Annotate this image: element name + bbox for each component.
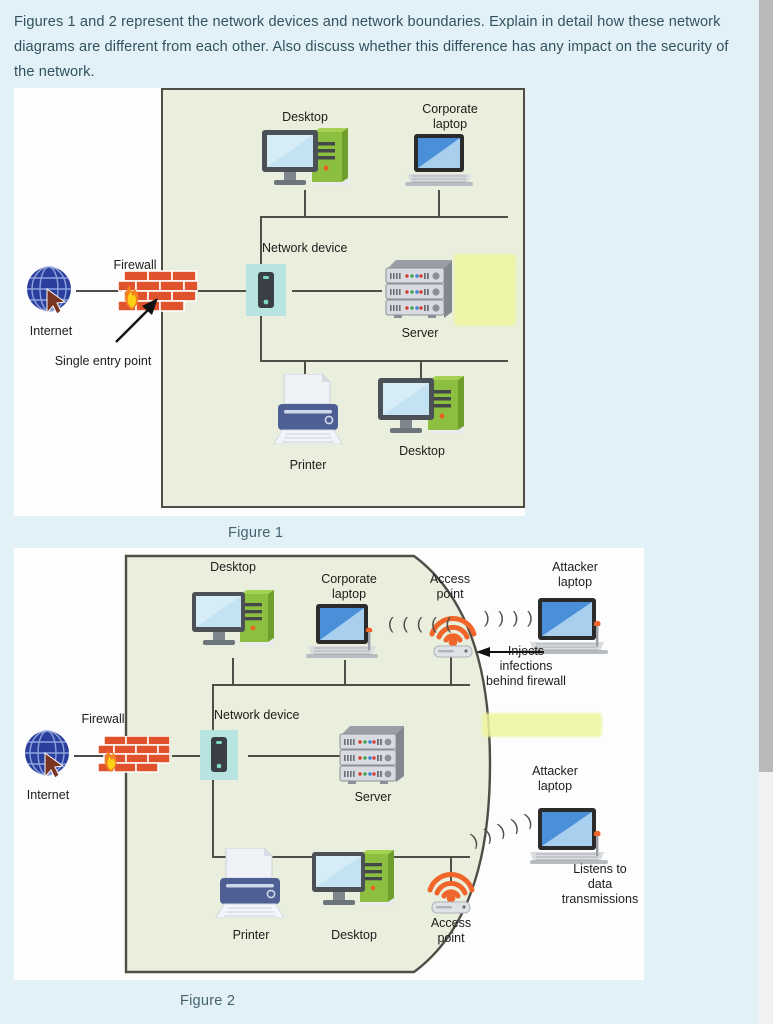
wifi-arcs-left-icon: ( ( ( ( ( <box>388 614 454 633</box>
highlight-mark-figure-2 <box>482 713 602 737</box>
figure-2-access-point-top-label-line1: Access <box>429 572 471 586</box>
globe-icon <box>22 264 78 320</box>
figure-2-corporate-laptop-label: Corporate laptop <box>304 572 394 602</box>
wire-printer-drop <box>304 360 306 382</box>
wire-top-bus <box>260 216 508 218</box>
antenna <box>593 620 601 646</box>
figure-2-desktop-top-label: Desktop <box>210 560 256 574</box>
figure-2-access-point-top-label: Access point <box>408 572 492 602</box>
figure-2-corporate-laptop-label-line1: Corporate <box>321 572 377 586</box>
figure-2-access-point-bottom-label-line1: Access <box>430 916 472 930</box>
wifi-access-point-icon <box>420 860 482 914</box>
wire-access-point-bottom-drop <box>450 856 452 884</box>
injects-line2: infections <box>499 659 553 673</box>
injects-line1: Injects <box>507 644 545 658</box>
vertical-scrollbar-thumb[interactable] <box>759 0 773 772</box>
figure-2-network-device-label: Network device <box>214 708 300 722</box>
figure-1-panel: Internet Firewall <box>14 88 525 516</box>
laptop-icon <box>530 806 612 868</box>
figure-1-desktop-top-label: Desktop <box>282 110 328 124</box>
wifi-arcs-right-icon: ) ) ) ) ) <box>484 608 550 627</box>
listens-line3: transmissions <box>561 892 639 906</box>
vertical-scrollbar-track[interactable] <box>759 0 773 1024</box>
firewall-brick-icon <box>97 735 171 776</box>
figure-2-attacker-bottom-label-line1: Attacker <box>532 764 578 778</box>
printer-icon <box>268 373 348 445</box>
antenna <box>365 627 373 650</box>
single-entry-point-arrow-icon <box>115 298 158 343</box>
wire-corporate-laptop-drop <box>344 660 346 686</box>
figure-2-firewall-label: Firewall <box>81 712 125 726</box>
wire-desktop-bottom-drop <box>420 360 422 380</box>
wire-access-point-top-drop <box>450 654 452 686</box>
server-rack-icon <box>382 256 458 324</box>
figure-1-printer-label: Printer <box>289 458 327 472</box>
figure-1-internet-label: Internet <box>29 324 73 338</box>
figure-1-server-label: Server <box>401 326 439 340</box>
figure-2-attacker-bottom-label-line2: laptop <box>537 779 573 793</box>
figure-2-desktop-bottom-label: Desktop <box>331 928 377 942</box>
figure-2-printer-label: Printer <box>232 928 270 942</box>
network-switch-icon <box>200 730 238 780</box>
figure-2-attacker-bottom-label: Attacker laptop <box>510 764 600 794</box>
injects-infections-arrow-icon <box>476 647 544 657</box>
figure-1-network-device-label: Network device <box>262 241 348 255</box>
wire-desktop-top-drop <box>232 658 234 686</box>
figure-2-access-point-bottom-label: Access point <box>410 916 492 946</box>
desktop-computer-icon <box>310 850 398 912</box>
wire-internet-firewall <box>76 290 122 292</box>
desktop-computer-icon <box>190 590 278 652</box>
laptop-icon <box>405 132 473 190</box>
antenna <box>593 830 601 856</box>
figure-1-desktop-bottom-label: Desktop <box>399 444 445 458</box>
injects-line3: behind firewall <box>486 674 566 688</box>
figure-1-firewall-label: Firewall <box>113 258 157 272</box>
wire-desktop-top-drop <box>304 190 306 217</box>
figure-1-corporate-laptop-label-line2: laptop <box>432 117 468 131</box>
wire-internet-firewall <box>74 755 104 757</box>
wire-firewall-switch <box>192 290 260 292</box>
printer-icon <box>210 847 292 919</box>
listens-line1: Listens to <box>573 862 627 876</box>
globe-icon <box>20 728 76 784</box>
figure-1-caption: Figure 1 <box>228 525 284 541</box>
question-text: Figures 1 and 2 represent the network de… <box>14 14 729 80</box>
wifi-access-point-icon <box>422 604 484 658</box>
figure-2-access-point-top-label-line2: point <box>436 587 464 601</box>
listens-line2: data <box>587 877 613 891</box>
figure-2-caption: Figure 2 <box>180 993 236 1009</box>
figure-2-listens-to-data-label: Listens to data transmissions <box>554 862 644 907</box>
wire-switch-server <box>248 755 340 757</box>
figure-2-attacker-top-label-line1: Attacker <box>552 560 598 574</box>
figure-2-attacker-top-label-line2: laptop <box>557 575 593 589</box>
figure-2-internet-label: Internet <box>26 788 70 802</box>
figure-2-panel: Internet Firewall <box>14 548 644 980</box>
desktop-computer-icon <box>376 376 468 440</box>
laptop-icon <box>306 602 384 662</box>
wire-switch-server <box>292 290 382 292</box>
figure-2-access-point-bottom-label-line2: point <box>437 931 465 945</box>
wire-bottom-bus <box>260 360 508 362</box>
highlight-mark-figure-1 <box>454 254 516 326</box>
figure-1-corporate-laptop-label: Corporate laptop <box>402 102 498 132</box>
figure-2-attacker-top-label: Attacker laptop <box>530 560 620 590</box>
server-rack-icon <box>336 722 410 788</box>
firewall-brick-icon <box>117 270 199 314</box>
figure-1-corporate-laptop-label-line1: Corporate <box>422 102 478 116</box>
figure-1-single-entry-point-label: Single entry point <box>54 354 152 368</box>
wire-top-bus <box>212 684 470 686</box>
figure-2-network-boundary <box>124 554 492 974</box>
figure-2-server-label: Server <box>354 790 392 804</box>
laptop-icon <box>530 596 612 658</box>
desktop-computer-icon <box>260 128 352 192</box>
network-switch-icon <box>246 264 286 316</box>
wire-corporate-laptop-drop <box>438 190 440 217</box>
wire-firewall-switch <box>172 755 212 757</box>
figure-2-corporate-laptop-label-line2: laptop <box>331 587 367 601</box>
figure-2-injects-infections-label: Injects infections behind firewall <box>466 644 586 689</box>
